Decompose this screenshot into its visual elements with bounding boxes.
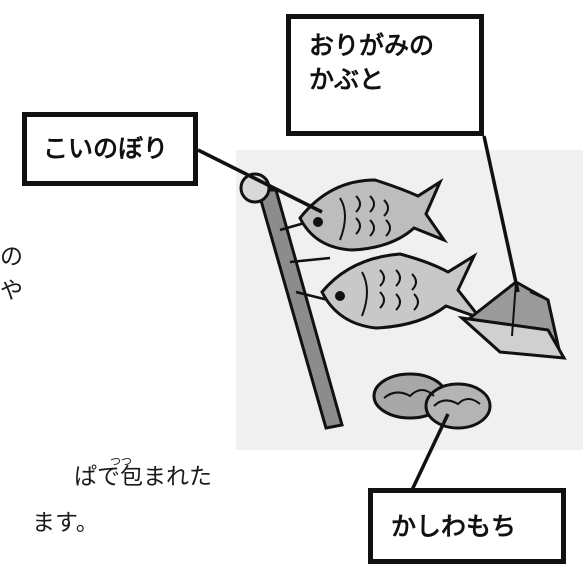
label-kabuto-line-2: かぶと [309,64,385,94]
koinobori-pole-icon [239,172,344,430]
carp-streamer-icon [298,178,449,252]
paper-kabuto-icon [457,280,567,360]
kashiwamochi-icon [372,372,492,430]
body-text-line-1: の [0,244,23,270]
label-origami-kabuto: おりがみの かぶと [286,14,484,136]
label-kashiwamochi-text: かしわもち [391,512,517,541]
body-text-line-4: ます。 [32,510,99,536]
label-kashiwamochi: かしわもち [368,488,566,564]
body-text-line-3: ぱで包まれた [74,464,212,490]
label-kabuto-line-1: おりがみの [309,31,435,60]
furigana-tsutsu: つつ [110,455,132,468]
koinobori-leader-line [197,148,323,214]
carp-streamer-icon [320,252,485,330]
label-koinobori: こいのぼり [22,112,198,186]
kabuto-leader-line [482,135,520,293]
kashiwamochi-leader-line [410,413,450,491]
label-koinobori-text: こいのぼり [43,134,169,163]
body-text-line-2: や [0,278,23,304]
